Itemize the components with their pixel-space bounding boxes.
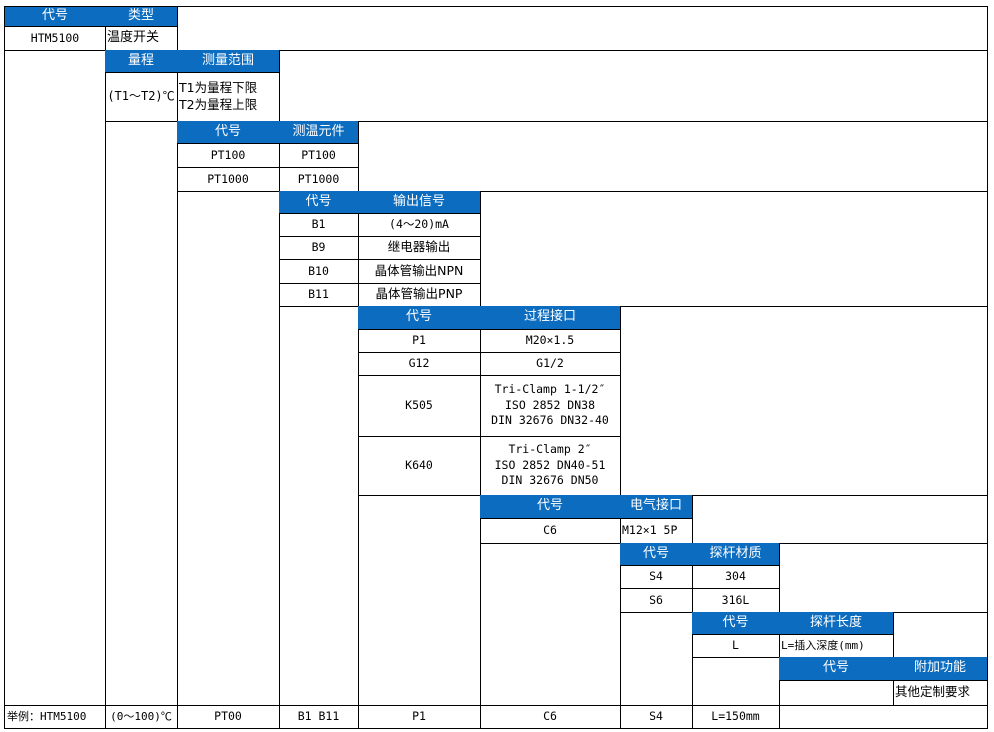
electrical-code: C6 (480, 518, 621, 544)
output-signal: 继电器输出 (358, 236, 481, 260)
example-sensor: PT00 (177, 705, 280, 729)
process-code: G12 (358, 352, 481, 376)
sensor-element-header: 测温元件 (279, 121, 359, 144)
range-description: T1为量程下限 T2为量程上限 (177, 72, 280, 122)
model-code: HTM5100 (4, 26, 106, 51)
process-connection: Tri-Clamp 2″ ISO 2852 DN40-51 DIN 32676 … (480, 436, 621, 496)
length-code-header: 代号 (692, 612, 780, 635)
additional-code-header: 代号 (779, 657, 894, 681)
sensor-right-frame (358, 121, 988, 192)
material-code: S4 (620, 565, 693, 589)
measure-range-header: 测量范围 (177, 50, 280, 73)
output-signal: 晶体管输出PNP (358, 283, 481, 307)
example-electrical: C6 (480, 705, 621, 729)
electrical-connection: M12×1 5P (620, 518, 693, 544)
model-code-header: 代号 (4, 6, 106, 27)
length-code: L (692, 634, 780, 658)
material-value: 316L (692, 588, 780, 613)
example-length: L=150mm (692, 705, 780, 729)
range-header: 量程 (105, 50, 178, 73)
length-column-filler (692, 657, 780, 706)
process-code: P1 (358, 329, 481, 353)
electrical-connection-header: 电气接口 (620, 495, 693, 519)
model-type: 温度开关 (105, 26, 178, 51)
process-connection: Tri-Clamp 1-1/2″ ISO 2852 DN38 DIN 32676… (480, 375, 621, 437)
electrical-code-header: 代号 (480, 495, 621, 519)
output-code: B11 (279, 283, 359, 307)
electrical-column-filler (480, 543, 621, 706)
output-code: B1 (279, 213, 359, 237)
output-code-header: 代号 (279, 191, 359, 214)
example-range: (0～100)℃ (105, 705, 178, 729)
process-connection: G1/2 (480, 352, 621, 376)
process-connection: M20×1.5 (480, 329, 621, 353)
material-code: S6 (620, 588, 693, 613)
sensor-element: PT100 (279, 143, 359, 168)
output-signal: (4～20)mA (358, 213, 481, 237)
example-label: 举例：HTM5100 (4, 705, 106, 729)
length-value: L=插入深度(mm) (779, 634, 894, 658)
model-type-header: 类型 (105, 6, 178, 27)
range-column-filler (105, 121, 178, 706)
process-right-frame (620, 306, 988, 496)
example-process: P1 (358, 705, 481, 729)
electrical-right-frame (692, 495, 988, 544)
sensor-element: PT1000 (279, 167, 359, 192)
material-header: 探杆材质 (692, 543, 780, 566)
output-code: B10 (279, 259, 359, 284)
length-header: 探杆长度 (779, 612, 894, 635)
material-code-header: 代号 (620, 543, 693, 566)
output-code: B9 (279, 236, 359, 260)
sensor-code-header: 代号 (177, 121, 280, 144)
sensor-code: PT100 (177, 143, 280, 168)
top-frame (177, 6, 988, 51)
output-signal-header: 输出信号 (358, 191, 481, 214)
range-value: (T1～T2)℃ (105, 72, 178, 122)
additional-function-header: 附加功能 (893, 657, 988, 681)
sensor-code: PT1000 (177, 167, 280, 192)
range-right-frame (279, 50, 988, 122)
material-right-frame (779, 543, 988, 613)
process-column-filler (358, 436, 481, 706)
output-column-filler (279, 306, 359, 706)
length-right-frame (893, 612, 988, 658)
material-value: 304 (692, 565, 780, 589)
output-right-frame (480, 191, 988, 307)
example-extra (779, 705, 988, 729)
additional-function: 其他定制要求 (893, 680, 988, 706)
additional-code (779, 680, 894, 706)
process-connection-header: 过程接口 (480, 306, 621, 330)
example-material: S4 (620, 705, 693, 729)
model-column-filler (4, 50, 106, 706)
example-output: B1 B11 (279, 705, 359, 729)
material-column-filler (620, 612, 693, 706)
output-signal: 晶体管输出NPN (358, 259, 481, 284)
process-code: K505 (358, 375, 481, 437)
sensor-column-filler (177, 191, 280, 706)
process-code-header: 代号 (358, 306, 481, 330)
